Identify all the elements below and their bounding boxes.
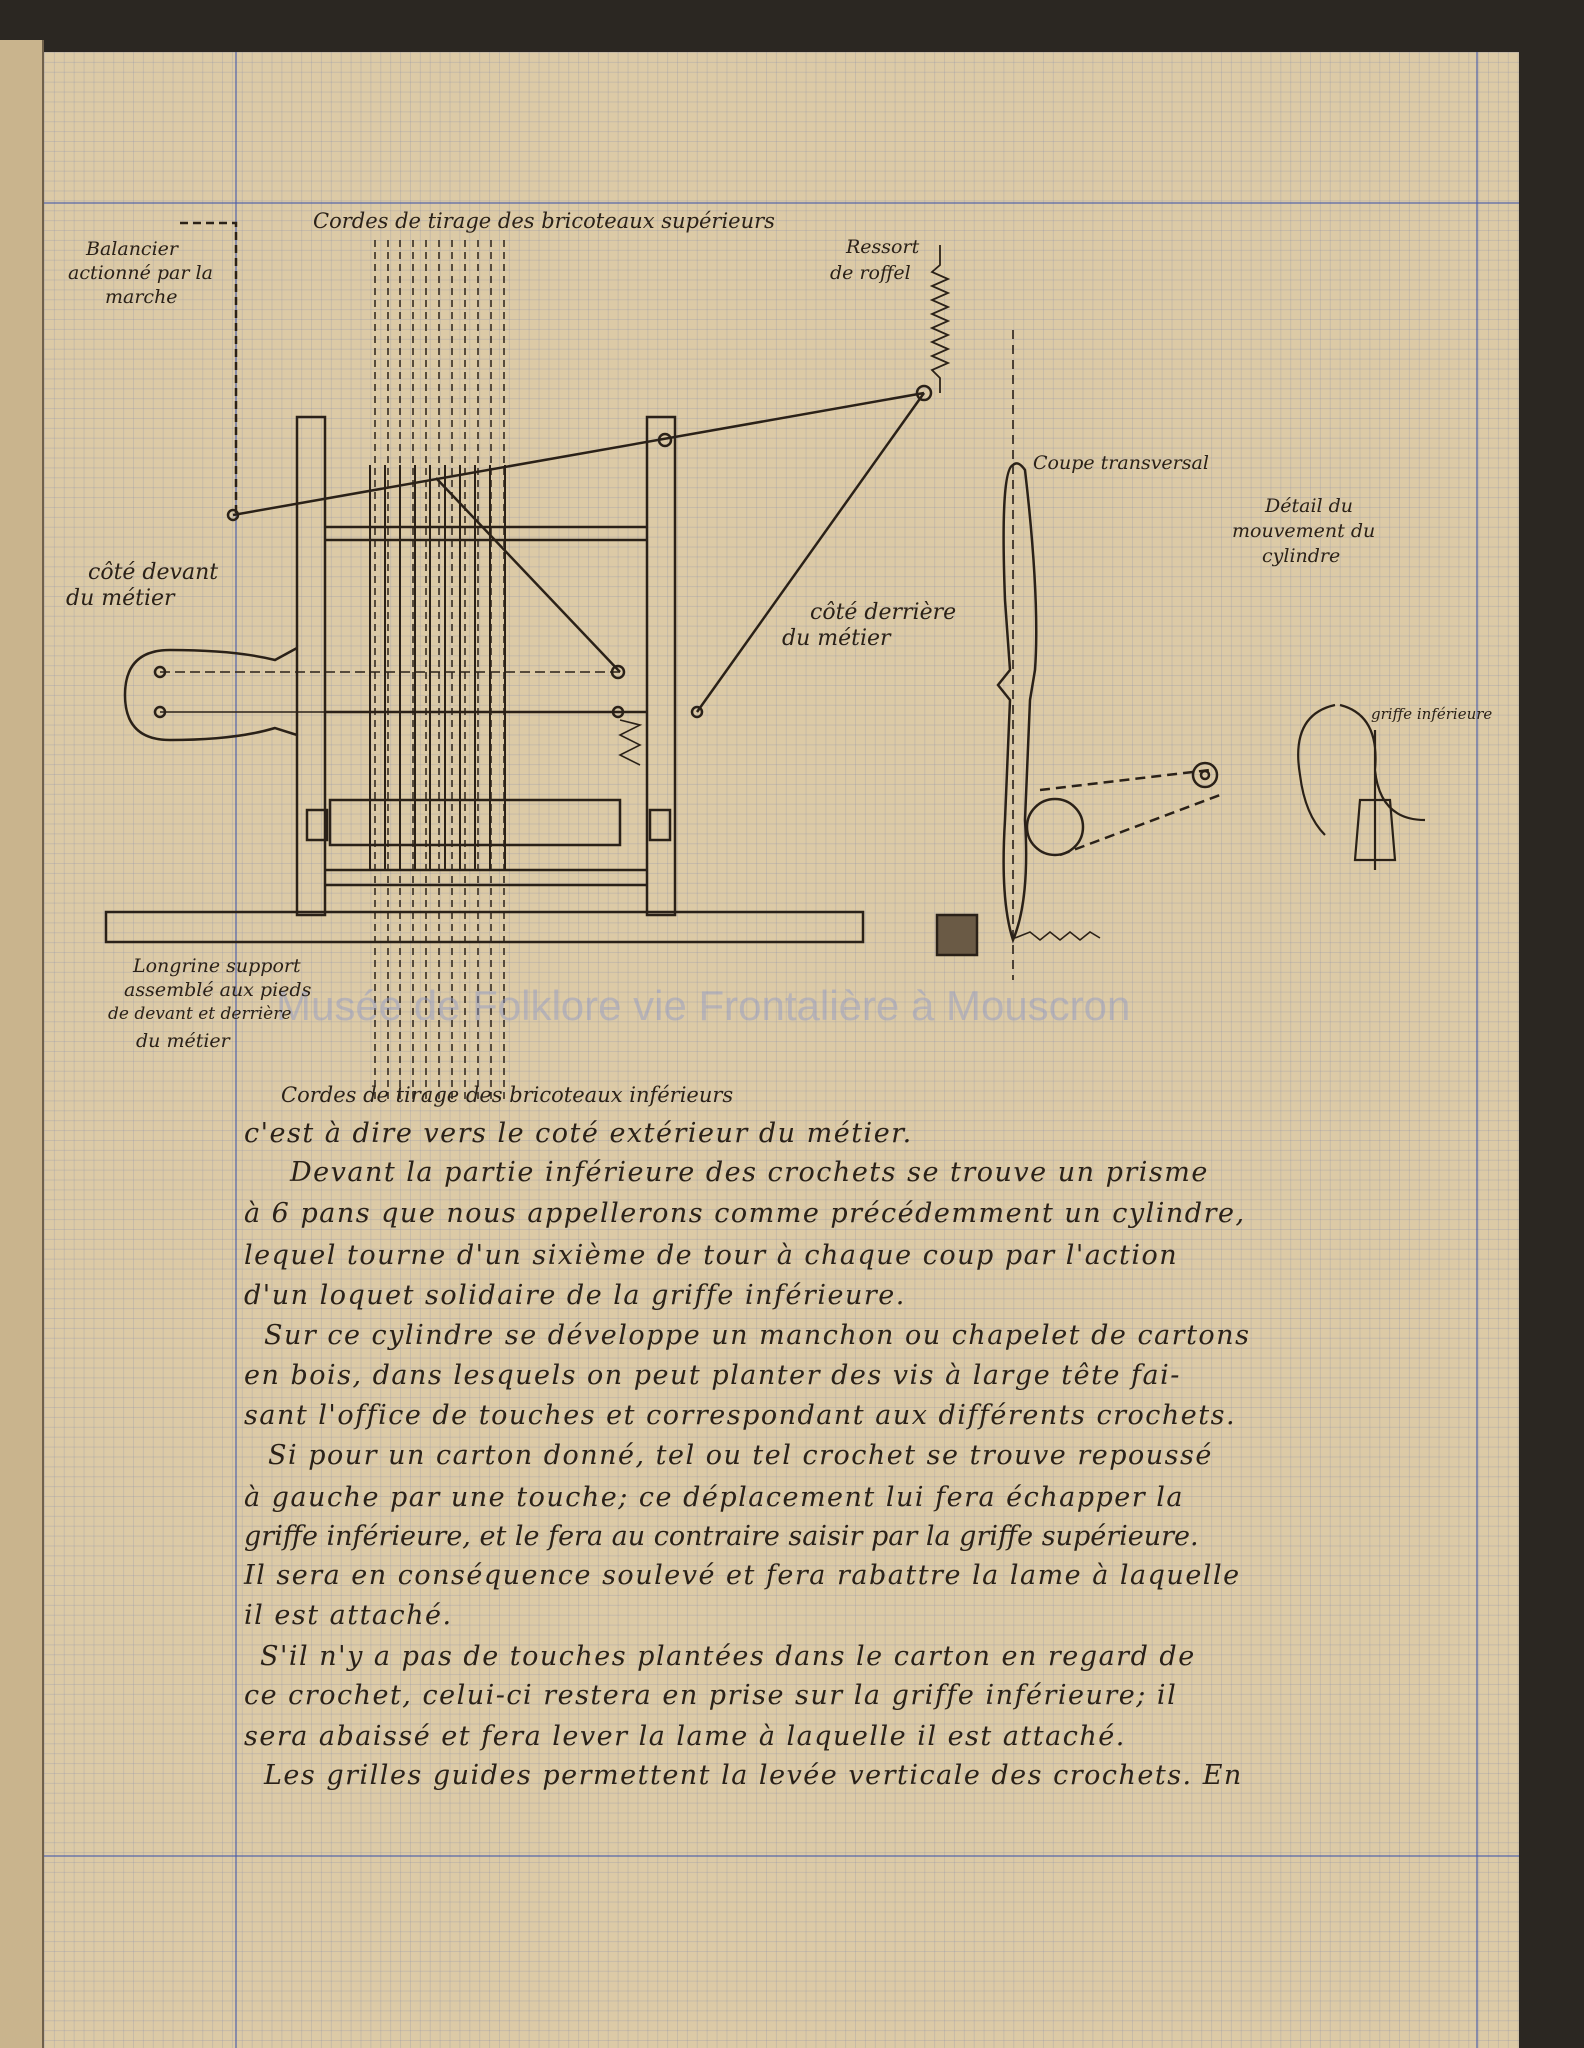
text-line: c'est à dire vers le coté extérieur du m… [244, 1118, 913, 1149]
text-line: d'un loquet solidaire de la griffe infér… [244, 1280, 906, 1311]
notebook-page [44, 52, 1519, 2048]
longrine-beam [104, 910, 865, 944]
label-detail-2: mouvement du [1232, 520, 1376, 542]
label-ressort-1: Ressort [846, 236, 920, 258]
text-line: il est attaché. [244, 1600, 453, 1631]
label-detail-1: Détail du [1265, 495, 1354, 517]
facing-page-edge [0, 40, 44, 2048]
watermark: Musée de Folklore vie Frontalière à Mous… [276, 982, 1131, 1029]
text-line: Si pour un carton donné, tel ou tel croc… [268, 1440, 1213, 1471]
text-line: à 6 pans que nous appellerons comme préc… [244, 1198, 1246, 1229]
rear-post [645, 415, 677, 917]
label-cote-devant-2: du métier [66, 586, 175, 611]
text-line: Devant la partie inférieure des crochets… [290, 1157, 1209, 1188]
label-cote-derriere-2: du métier [782, 626, 891, 651]
text-line: Il sera en conséquence soulevé et fera r… [244, 1560, 1241, 1591]
text-line: lequel tourne d'un sixième de tour à cha… [244, 1240, 1179, 1271]
label-longrine-2: assemblé aux pieds [124, 979, 312, 1001]
label-bottom-cords: Cordes de tirage des bricoteaux inférieu… [281, 1083, 734, 1107]
upper-cords [374, 240, 505, 1100]
label-cote-derriere-1: côté derrière [810, 600, 957, 625]
label-coupe: Coupe transversal [1033, 452, 1209, 474]
section-square [935, 913, 979, 957]
label-top-cords: Cordes de tirage des bricoteaux supérieu… [313, 209, 775, 233]
label-balancier-2: actionné par la [68, 262, 213, 284]
label-longrine-3: de devant et derrière [108, 1004, 292, 1024]
text-line: griffe inférieure, et le fera au contrai… [244, 1521, 1199, 1552]
text-line: sant l'office de touches et correspondan… [244, 1400, 1237, 1431]
label-balancier-1: Balancier [86, 238, 178, 260]
section-cylinder [1025, 797, 1085, 857]
label-detail-3: cylindre [1262, 545, 1341, 567]
griffe-detail [1297, 703, 1426, 870]
margin-line-bottom [44, 1855, 1519, 1857]
balancier-line [180, 221, 238, 515]
label-cote-devant-1: côté devant [88, 560, 219, 585]
text-line: Sur ce cylindre se développe un manchon … [264, 1320, 1251, 1351]
label-longrine-1: Longrine support [133, 955, 301, 977]
margin-line-left [235, 52, 237, 2048]
handle [123, 646, 298, 742]
label-balancier-3: marche [105, 286, 178, 308]
lever-bar [232, 391, 925, 517]
ressort-spring [929, 245, 951, 393]
label-griffe: griffe inférieure [1371, 705, 1493, 723]
margin-line-right [1476, 52, 1478, 2048]
section-hook [996, 462, 1038, 944]
label-ressort-2: de roffel [830, 262, 911, 284]
text-line: à gauche par une touche; ce déplacement … [244, 1482, 1185, 1513]
label-longrine-4: du métier [136, 1030, 230, 1052]
card-cylinder [328, 798, 622, 847]
margin-line-top [44, 202, 1519, 204]
text-line: ce crochet, celui-ci restera en prise su… [244, 1680, 1178, 1711]
text-line: en bois, dans lesquels on peut planter d… [244, 1360, 1181, 1391]
text-line: Les grilles guides permettent la levée v… [264, 1760, 1243, 1791]
front-post [295, 415, 327, 917]
text-line: sera abaissé et fera lever la lame à laq… [244, 1721, 1126, 1752]
text-line: S'il n'y a pas de touches plantées dans … [260, 1641, 1196, 1672]
